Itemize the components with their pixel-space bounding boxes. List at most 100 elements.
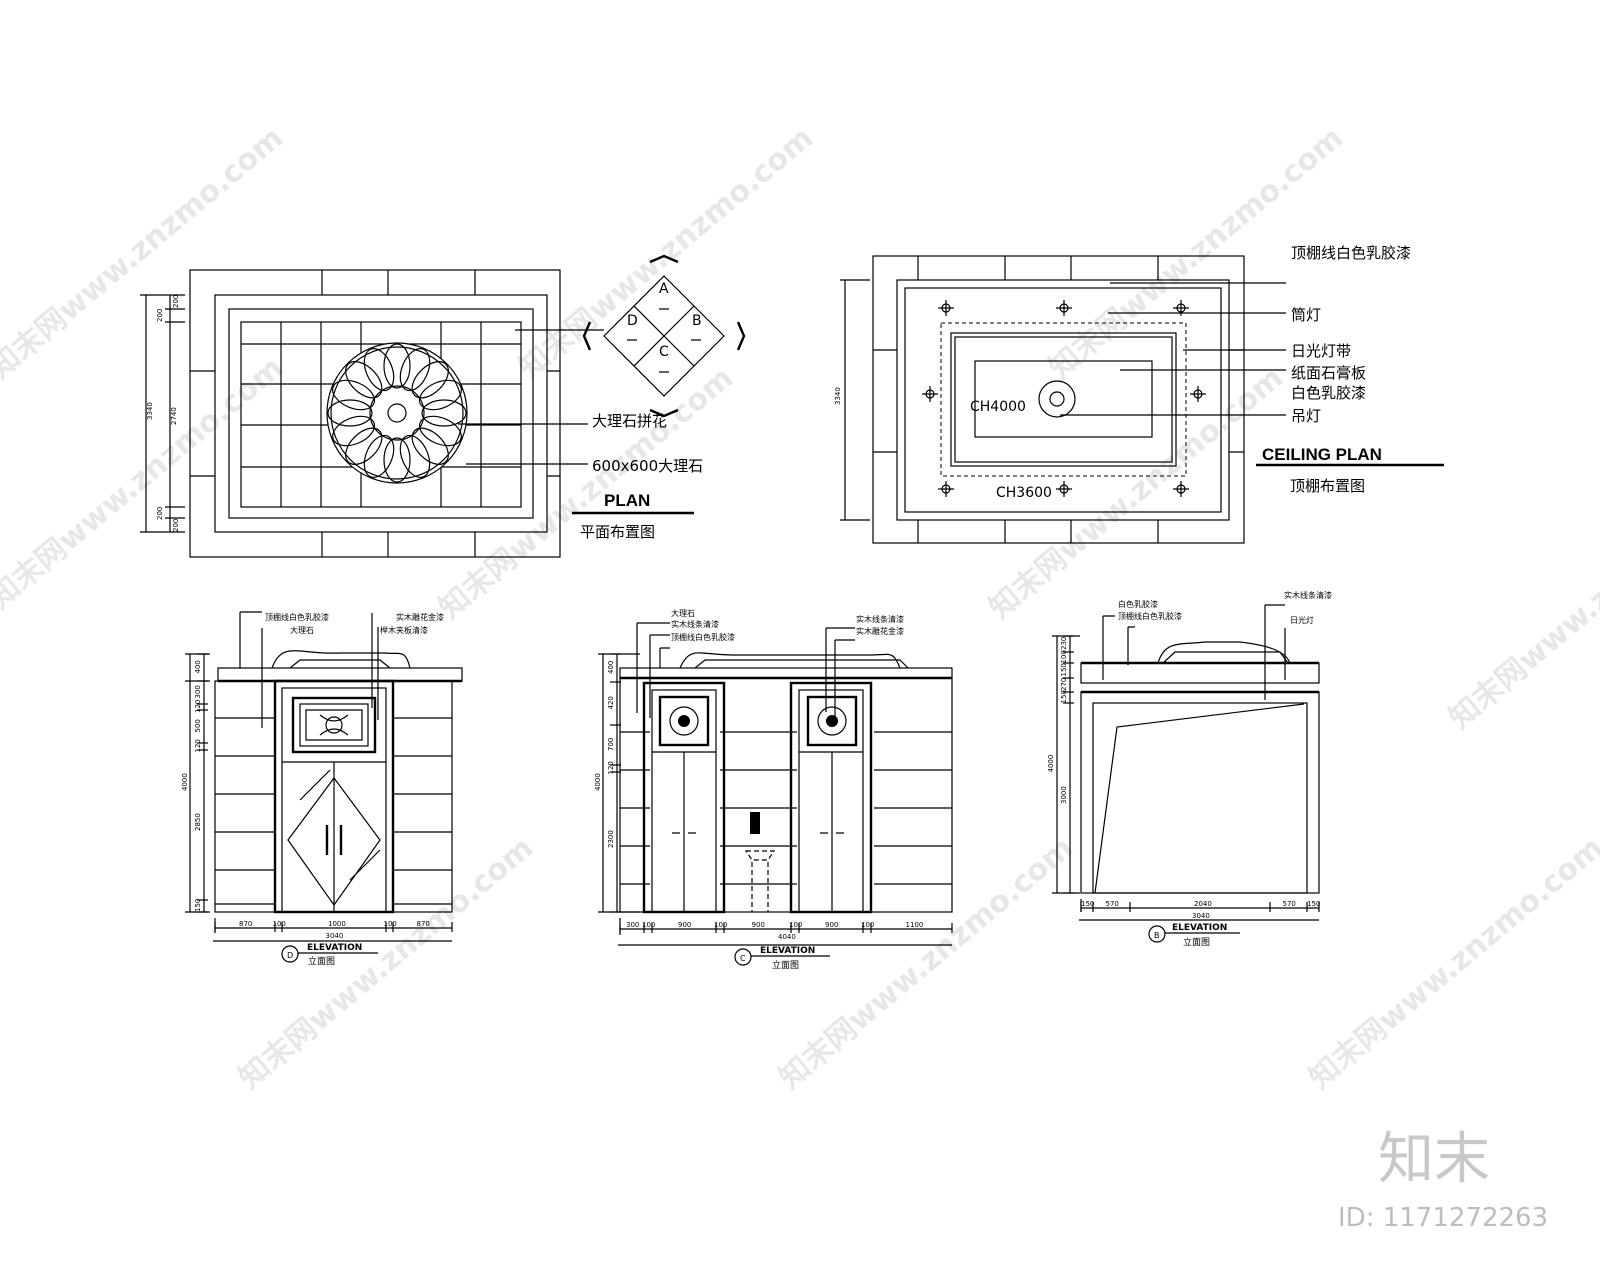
elevation-subtitle: 立面图 xyxy=(1183,936,1210,948)
dim: 200 xyxy=(156,507,164,520)
dim-3340: 3340 xyxy=(146,402,154,420)
dimension: 150 xyxy=(1081,900,1094,908)
dimension: 400 xyxy=(194,660,202,673)
label: 榉木夹板清漆 xyxy=(380,625,428,635)
legend-letter-d: D xyxy=(627,313,638,329)
dimension: 870 xyxy=(239,920,252,928)
dimension: 870 xyxy=(417,920,430,928)
ceiling-title: CEILING PLAN xyxy=(1262,445,1382,464)
flower-petal xyxy=(411,361,449,399)
dimension: 570 xyxy=(1106,900,1119,908)
flower-petal xyxy=(332,379,376,411)
label-light-strip: 日光灯带 xyxy=(1291,342,1351,360)
dimension-total: 4000 xyxy=(594,773,602,791)
label: 顶棚线白色乳胶漆 xyxy=(671,632,735,642)
downlight-cross xyxy=(1190,386,1206,402)
dimension: 120 xyxy=(607,761,615,774)
legend-letter-c: C xyxy=(659,344,669,360)
ceiling-subtitle: 顶棚布置图 xyxy=(1290,477,1365,495)
dimension: 270 xyxy=(1060,678,1068,691)
watermark-text: 知末网www.znzmo.com xyxy=(433,360,740,626)
label: 白色乳胶漆 xyxy=(1118,599,1158,609)
dimension: 420 xyxy=(607,696,615,709)
dim: 200 xyxy=(172,519,180,532)
flower-petal xyxy=(399,348,431,392)
label-gypsum: 纸面石膏板 xyxy=(1291,364,1366,382)
dimension: 2850 xyxy=(194,813,202,831)
dimension: 100 xyxy=(789,921,802,929)
dimension: 150 xyxy=(1307,900,1320,908)
section-key-diamond: A B C D xyxy=(582,254,746,418)
label: 实木线条清漆 xyxy=(856,614,904,624)
dimension: 100 xyxy=(642,921,655,929)
downlight-icon xyxy=(938,481,954,497)
watermark-text: 知末网www.znzmo.com xyxy=(1303,830,1600,1096)
dimension: 900 xyxy=(825,921,838,929)
flower-petal xyxy=(418,379,462,411)
label-marble-tile: 600x600大理石 xyxy=(592,457,703,475)
dimension: 100 xyxy=(861,921,874,929)
dimension: 2040 xyxy=(1194,900,1212,908)
floor-plan: 3340 200 200 2740 200 200 A B C D 大理石拼花 … xyxy=(140,254,746,558)
downlight-icon xyxy=(938,300,954,316)
downlight-cross xyxy=(1056,300,1072,316)
dimension: 2300 xyxy=(607,830,615,848)
flower-petal xyxy=(363,348,395,392)
label-latex-paint: 白色乳胶漆 xyxy=(1291,384,1366,402)
dim: 2740 xyxy=(170,407,178,425)
downlight-cross xyxy=(1056,481,1072,497)
dimension-total: 3040 xyxy=(1192,912,1210,920)
downlight-icon xyxy=(922,386,938,402)
label: 顶棚线白色乳胶漆 xyxy=(265,612,329,622)
flower-petal xyxy=(383,437,411,483)
dimension: 1000 xyxy=(328,920,346,928)
dimension: 500 xyxy=(194,719,202,732)
label-pendant: 吊灯 xyxy=(1291,407,1321,425)
elevation-title: ELEVATION xyxy=(1172,923,1227,933)
dimension: 1100 xyxy=(906,921,924,929)
dimension-total: 3040 xyxy=(326,932,344,940)
flower-petal xyxy=(399,434,431,478)
downlight-cross xyxy=(1173,481,1189,497)
elevation-marker-b: B xyxy=(1154,931,1160,940)
dimension: 300 xyxy=(626,921,639,929)
watermark-text: 知末网www.znzmo.com xyxy=(0,350,290,616)
dimension: 100 xyxy=(273,920,286,928)
elevation-d: 顶棚线白色乳胶漆 大理石 实木雕花金漆 榉木夹板清漆 4003001205001… xyxy=(181,611,463,967)
dimension: 120 xyxy=(194,700,202,713)
dimension: 400 xyxy=(607,661,615,674)
downlight-cross xyxy=(922,386,938,402)
legend-letter-b: B xyxy=(692,313,702,329)
flower-petal xyxy=(345,361,383,399)
dim: 200 xyxy=(156,309,164,322)
flower-petal xyxy=(332,415,376,447)
flower-petal xyxy=(411,427,449,465)
ceiling-height-3600: CH3600 xyxy=(996,485,1052,501)
downlight-icon xyxy=(1056,481,1072,497)
elevation-subtitle: 立面图 xyxy=(772,959,799,971)
label: 实木线条清漆 xyxy=(671,619,719,629)
label: 日光灯 xyxy=(1290,615,1314,625)
dim: 3340 xyxy=(834,387,842,405)
elevation-marker-d: D xyxy=(287,951,293,960)
dim: 200 xyxy=(172,295,180,308)
label: 大理石 xyxy=(671,608,695,618)
dimension-total: 4040 xyxy=(778,933,796,941)
elevation-title: ELEVATION xyxy=(307,943,362,953)
dimension-total: 4000 xyxy=(181,773,189,791)
label: 实木线条清漆 xyxy=(1284,590,1332,600)
flower-petal xyxy=(345,427,383,465)
watermark-text: 知末网www.znzmo.com xyxy=(1443,470,1600,736)
elevation-b: 白色乳胶漆 顶棚线白色乳胶漆 实木线条清漆 日光灯 23010015027015… xyxy=(1047,590,1332,948)
label: 大理石 xyxy=(290,625,314,635)
dimension: 150 xyxy=(1060,663,1068,676)
downlight-icon xyxy=(1173,481,1189,497)
dimension: 570 xyxy=(1283,900,1296,908)
watermark-text: 知末网www.znzmo.com xyxy=(773,830,1080,1096)
watermark-text: 知末网www.znzmo.com xyxy=(0,120,290,386)
dimension: 100 xyxy=(384,920,397,928)
downlight-icon xyxy=(1190,386,1206,402)
legend-letter-a: A xyxy=(659,281,669,297)
dimension: 300 xyxy=(194,685,202,698)
image-id: ID: 1171272263 xyxy=(1338,1203,1548,1233)
